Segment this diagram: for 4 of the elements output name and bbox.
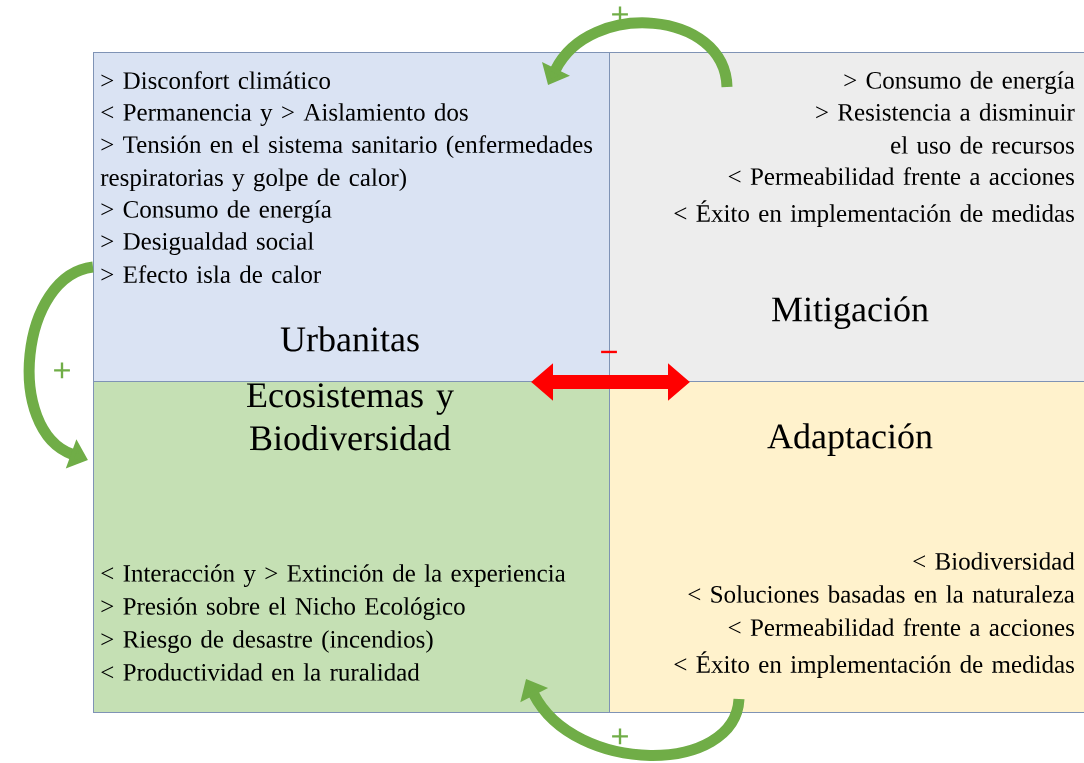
edge-label: +	[54, 362, 70, 379]
quadrant-box: Ecosistemas y Biodiversidad < Interacción y > Extinción de la experiencia > Presión sobre el Nicho Ecológico > Riesgo de desastre (incendios) < Productividad en la ruralidad	[93, 381, 610, 713]
quadrant-box: Adaptación < Biodiversidad < Soluciones basadas en la naturaleza < Permeabilidad frente a acciones < Éxito en implementación de medidas	[609, 381, 1084, 713]
edge-label: +	[612, 728, 628, 745]
